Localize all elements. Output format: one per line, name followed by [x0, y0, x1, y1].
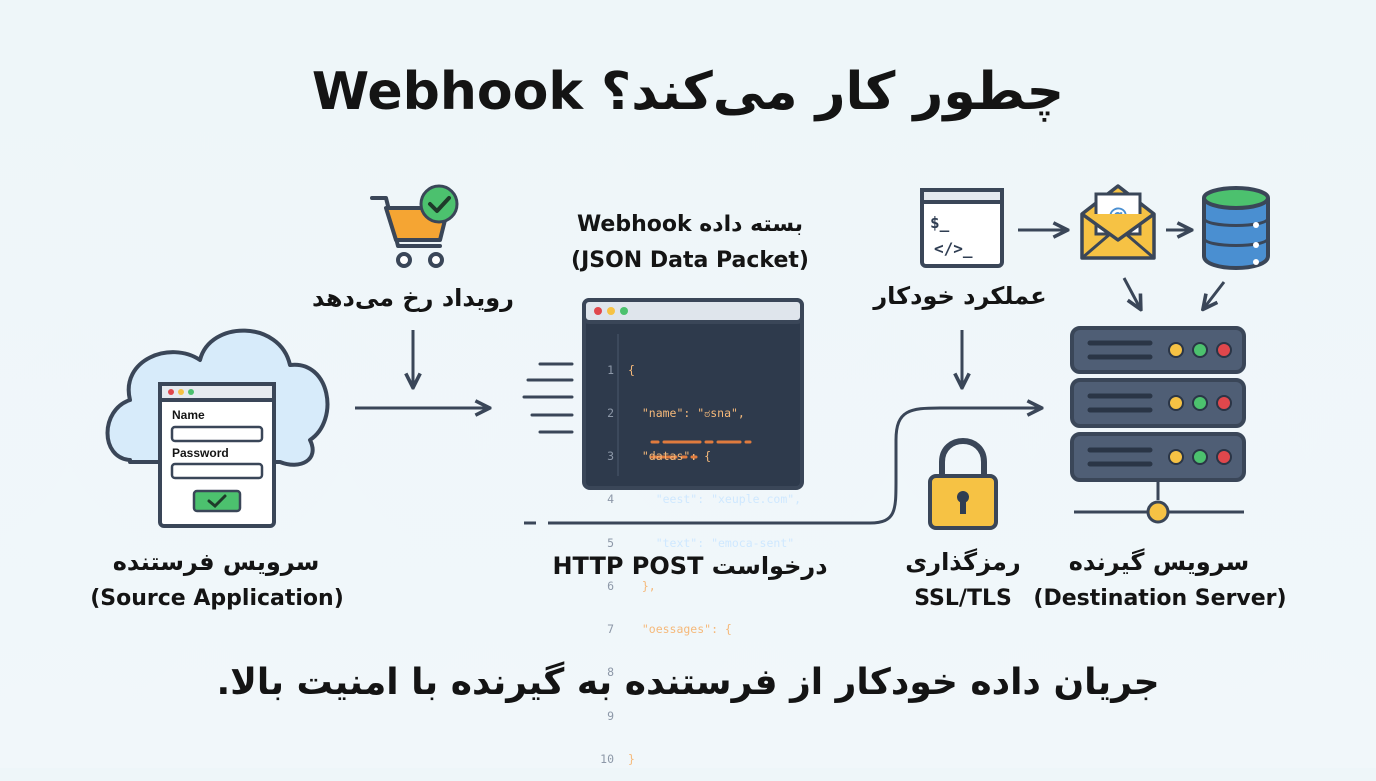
database-icon [1202, 186, 1270, 270]
event-label: رویداد رخ می‌دهد [312, 284, 514, 312]
arrow-mail-to-server [1122, 277, 1140, 308]
packet-sublabel: (JSON Data Packet) [571, 248, 809, 273]
automation-label: عملکرد خودکار [873, 282, 1047, 310]
packet-label: بسته داده Webhook [576, 212, 804, 237]
code-line: 5 "text": "emoca-sent" [607, 535, 795, 550]
terminal-icon: $_ </>_ [920, 188, 1004, 268]
lock-icon [928, 438, 998, 530]
source-sublabel: (Source Application) [90, 586, 344, 611]
server-rack-icon [1070, 326, 1246, 524]
footer-caption: جریان داده خودکار از فرستنده به گیرنده ب… [216, 662, 1160, 703]
code-line: 8 [607, 665, 614, 680]
code-line: 1{ [607, 362, 635, 377]
login-window [158, 382, 276, 528]
code-line: 2 "name": "ಠsna", [607, 406, 745, 421]
destination-sublabel: (Destination Server) [1033, 586, 1287, 611]
code-line: 6 }, [607, 578, 656, 593]
code-line: 3 "datas": { [607, 449, 712, 464]
json-code-window [582, 298, 804, 490]
source-label: سرویس فرستنده [112, 548, 320, 576]
encryption-sublabel: SSL/TLS [914, 586, 1012, 611]
password-field-label: Password [172, 446, 229, 460]
check-circle-icon [419, 184, 459, 224]
code-line: 10} [600, 751, 635, 766]
email-icon: @ [1080, 184, 1156, 260]
svg-text:</>_: </>_ [934, 239, 973, 258]
code-line: 4 "eest": "xeuple.com", [607, 492, 802, 507]
arrow-http-post [524, 408, 1040, 525]
code-line: 9 [607, 708, 614, 723]
json-code-block: 1{ 2 "name": "ಠsna", 3 "datas": { 4 "ees… [592, 334, 802, 781]
destination-label: سرویس گیرنده [1068, 548, 1250, 576]
code-line: 7 "oessages": { [607, 622, 732, 637]
page-title: Webhook چطور کار می‌کند؟ [311, 62, 1065, 122]
name-field-label: Name [172, 408, 205, 422]
encryption-label: رمزگذاری [905, 548, 1021, 576]
svg-text:$_: $_ [930, 213, 950, 232]
motion-lines [522, 362, 574, 434]
arrow-db-to-server [1204, 281, 1226, 308]
http-post-label: درخواست HTTP POST [552, 552, 828, 580]
